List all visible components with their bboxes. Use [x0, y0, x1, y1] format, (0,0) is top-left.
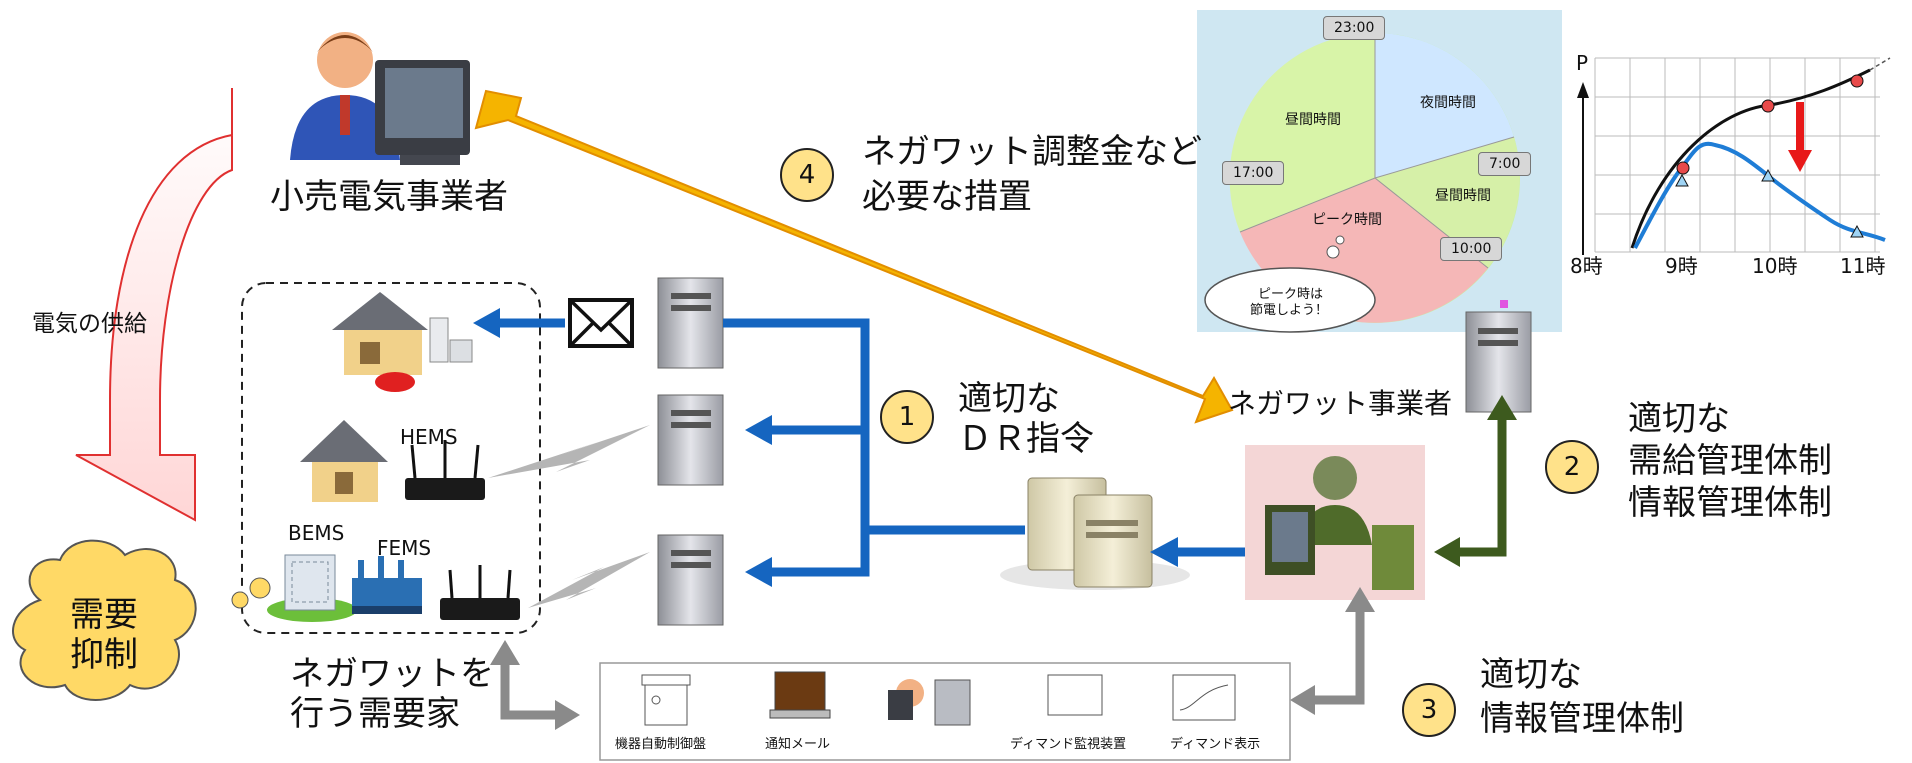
- mail-icon[interactable]: [568, 298, 634, 348]
- chart-y-label: P: [1576, 51, 1589, 75]
- blue-arrow-head: [745, 557, 772, 587]
- hems-label: HEMS: [400, 425, 458, 449]
- bems-building-icon: [267, 554, 357, 622]
- time-box-2300: 23:00: [1323, 16, 1386, 40]
- house-hems-icon: [300, 420, 485, 502]
- retailer-person-icon: [290, 32, 470, 165]
- chart-grid: [1594, 57, 1880, 253]
- green-arrow: [1434, 395, 1517, 567]
- step-2-line3: 情報管理体制: [1628, 483, 1832, 523]
- step-2-line1: 適切な: [1628, 399, 1730, 439]
- server-icon: [657, 277, 724, 369]
- wireless-link-icon: [488, 425, 650, 608]
- pie-label-day-2: 昼間時間: [1435, 188, 1491, 204]
- pie-label-day-1: 昼間時間: [1285, 112, 1341, 128]
- blue-arrow-head: [745, 415, 772, 445]
- device-label: ディマンド表示: [1170, 737, 1261, 752]
- chart-x-tick: 10時: [1752, 254, 1798, 278]
- demand-suppress-label-1: 需要: [70, 595, 138, 635]
- step-1-badge: 1: [880, 390, 934, 444]
- pie-label-peak: ピーク時間: [1312, 212, 1382, 228]
- blue-arrow-head: [473, 308, 500, 338]
- step-1-line2: ＤＲ指令: [958, 419, 1094, 459]
- bems-label: BEMS: [288, 521, 345, 545]
- thought-cloud: [12, 539, 271, 701]
- device-label: 通知メール: [765, 737, 831, 752]
- dr-command-arrows: [495, 318, 1025, 577]
- time-box-0700: 7:00: [1478, 152, 1532, 176]
- fems-factory-icon: [352, 556, 422, 614]
- demand-line-chart: [1577, 57, 1891, 255]
- step-3-line1: 適切な: [1480, 655, 1582, 695]
- aggregator-operator-icon: [1245, 445, 1425, 600]
- bubble-text-2: 節電しよう！: [1250, 303, 1329, 318]
- bubble-text-1: ピーク時は: [1258, 287, 1324, 302]
- supply-label: 電気の供給: [32, 311, 147, 337]
- step-3-line2: 情報管理体制: [1480, 699, 1684, 739]
- time-box-1000: 10:00: [1440, 237, 1503, 261]
- device-label: ディマンド監視装置: [1010, 737, 1127, 752]
- house-icon: [332, 292, 473, 392]
- step-2-line2: 需給管理体制: [1628, 441, 1832, 481]
- aggregator-label: ネガワット事業者: [1228, 387, 1453, 420]
- consumer-label-1: ネガワットを: [290, 654, 494, 694]
- gray-arrows: [490, 587, 1375, 730]
- orange-arrow: [474, 89, 1234, 424]
- step-3-badge: 3: [1402, 683, 1456, 737]
- chart-x-tick: 11時: [1840, 254, 1886, 278]
- step-4-line1: ネガワット調整金など: [862, 132, 1202, 172]
- fems-label: FEMS: [377, 536, 432, 560]
- server-icon: [657, 534, 724, 626]
- device-label: 機器自動制御盤: [615, 737, 707, 752]
- blue-arrow-head: [1150, 537, 1178, 567]
- step-4-line2: 必要な措置: [862, 177, 1032, 217]
- pie-label-night: 夜間時間: [1420, 95, 1476, 111]
- retailer-label: 小売電気事業者: [270, 177, 508, 217]
- supply-arrow: [75, 88, 233, 522]
- chart-x-tick: 9時: [1665, 254, 1698, 278]
- consumer-label-2: 行う需要家: [290, 694, 460, 734]
- step-4-badge: 4: [780, 148, 834, 202]
- central-server-icon: [1000, 477, 1190, 590]
- time-box-1700: 17:00: [1222, 161, 1285, 185]
- server-icon: [1465, 311, 1532, 413]
- step-1-line1: 適切な: [958, 379, 1060, 419]
- router-icon: [440, 565, 520, 620]
- device-strip: [599, 662, 1291, 761]
- demand-suppress-label-2: 抑制: [70, 635, 138, 675]
- consumer-group: [241, 282, 541, 634]
- server-icon: [657, 394, 724, 486]
- step-2-badge: 2: [1545, 440, 1599, 494]
- chart-x-tick: 8時: [1570, 254, 1603, 278]
